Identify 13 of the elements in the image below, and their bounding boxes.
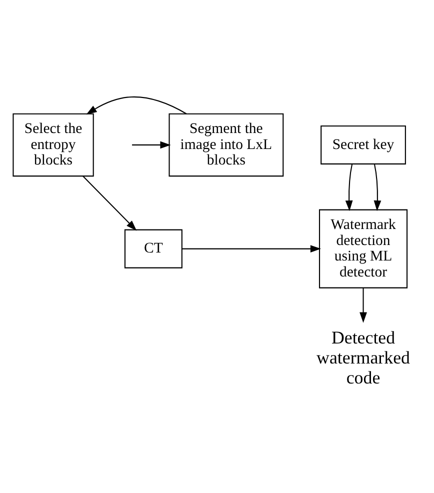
node-text: Detected watermarked code [316,327,410,388]
node-box: CT [124,229,182,268]
node-box: Select the entropy blocks [12,113,94,177]
arrow [86,96,186,115]
node-box: Watermark detection using ML detector [318,209,408,288]
arrow [182,245,320,252]
arrow [359,288,366,323]
node-box: Secret key [320,125,406,164]
arrow [344,164,352,212]
arrow [373,164,381,212]
arrow [82,176,136,231]
arrow [132,141,170,149]
node-box: Segment the image into LxL blocks [168,113,284,177]
